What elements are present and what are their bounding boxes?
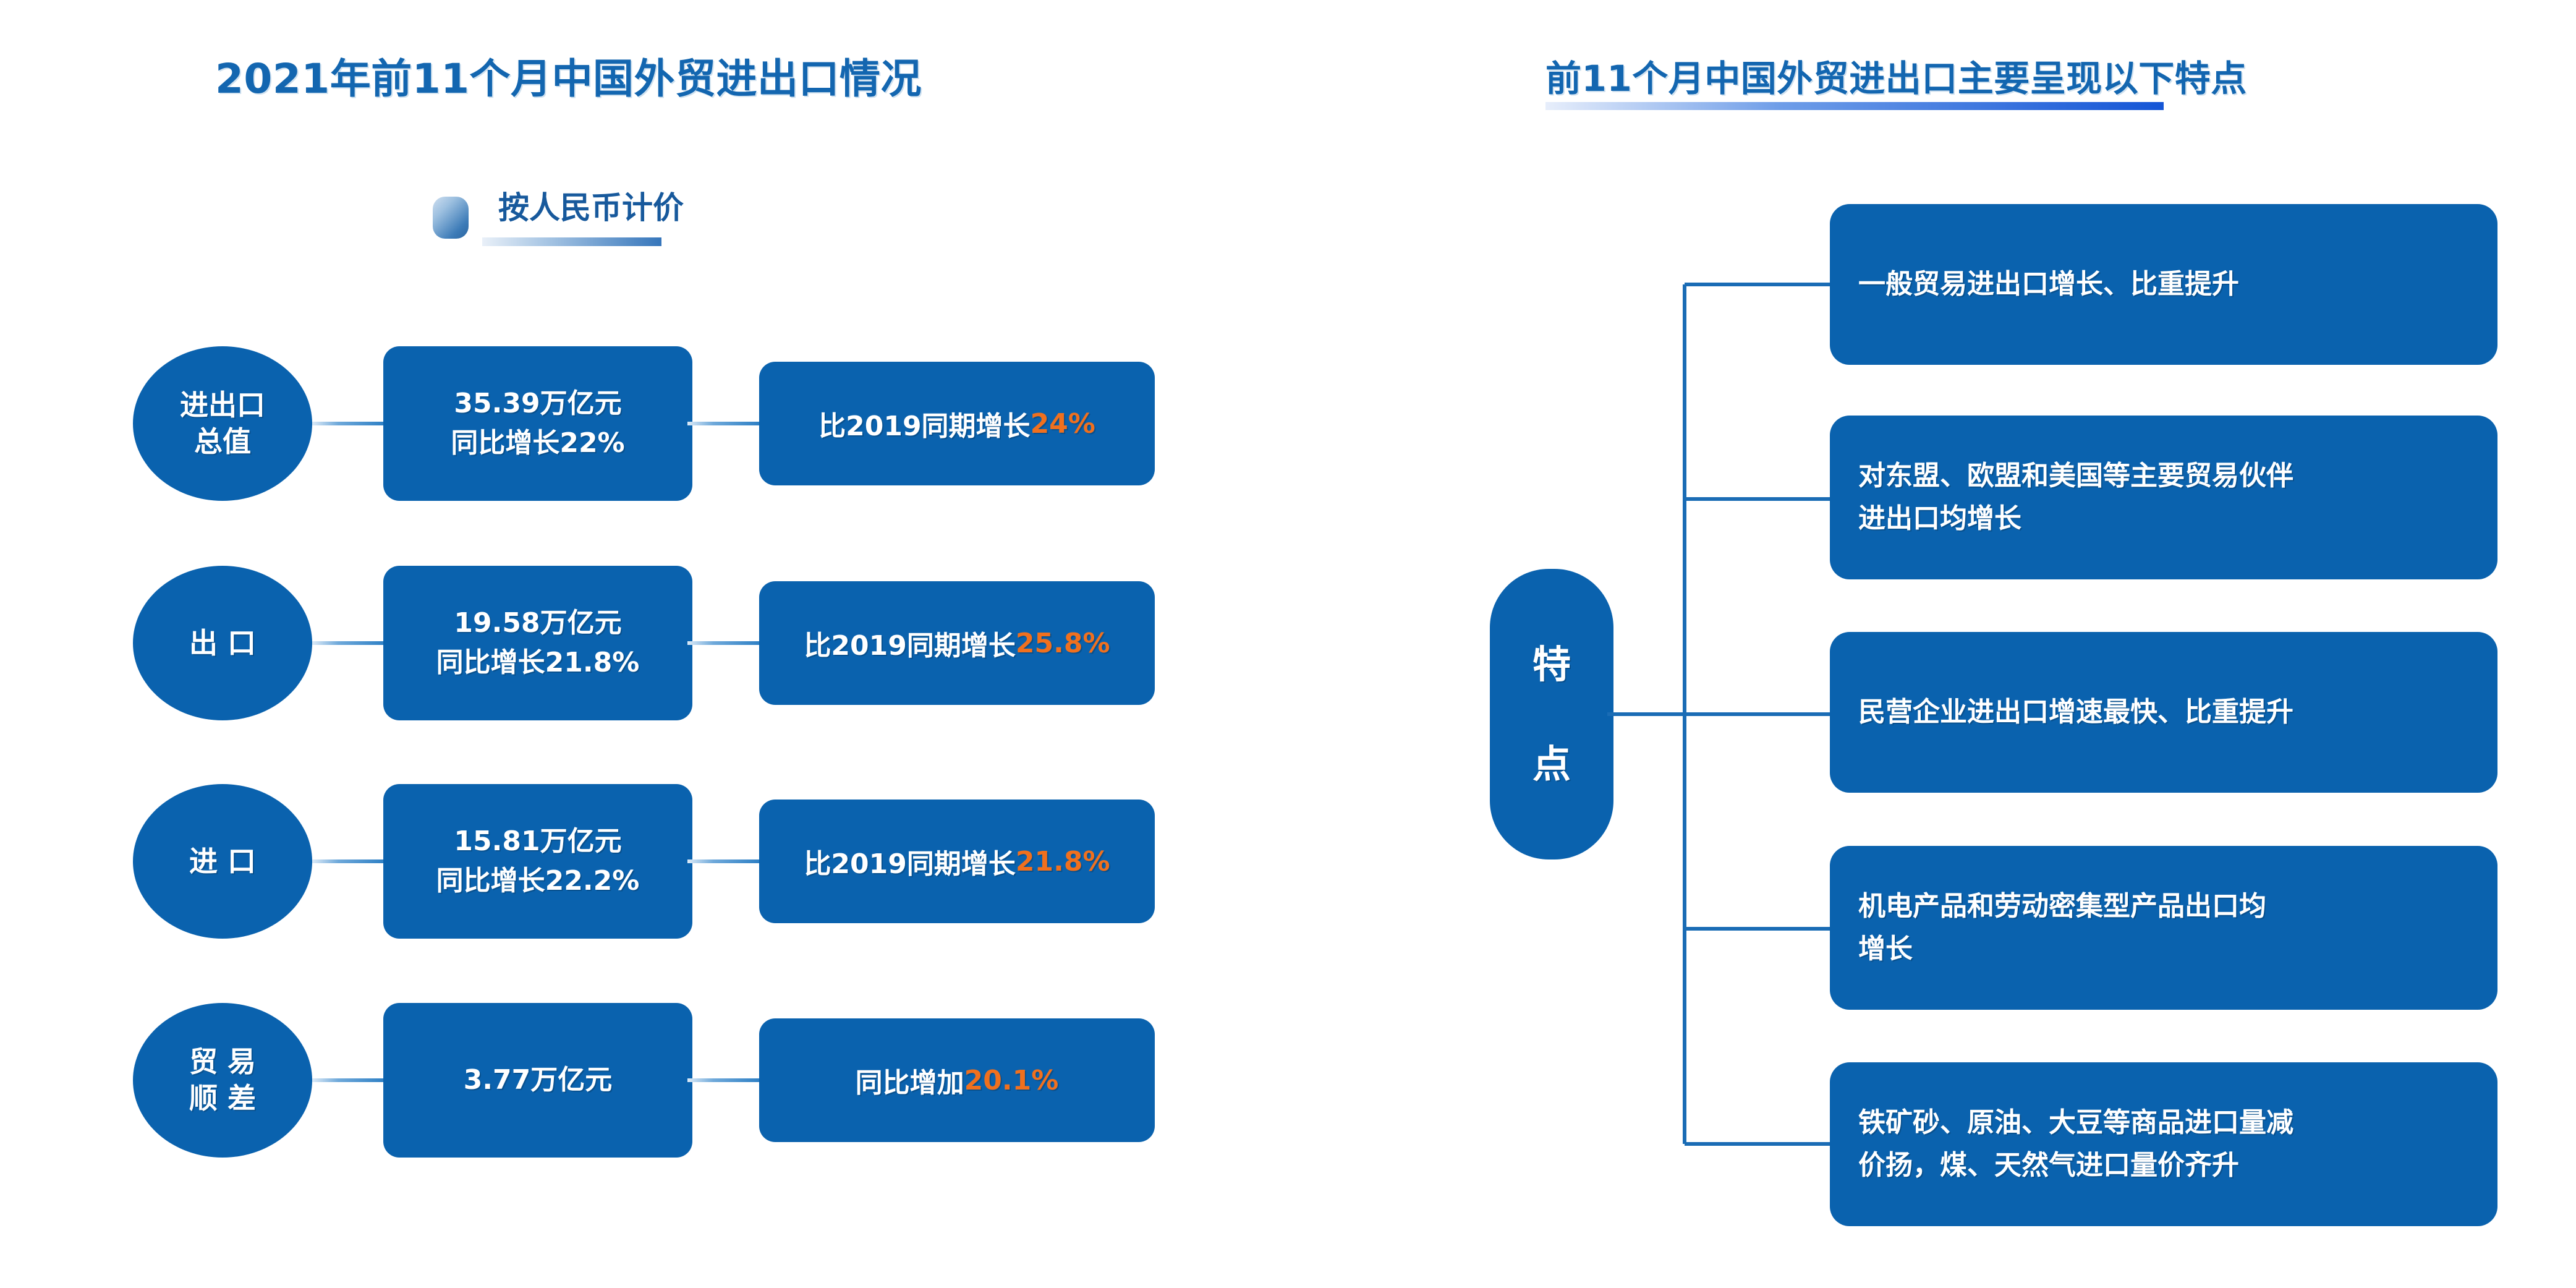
compare-highlight: 20.1% [964, 1064, 1059, 1096]
connector-line [687, 641, 762, 645]
right-panel-title: 前11个月中国外贸进出口主要呈现以下特点 [1545, 58, 2247, 100]
feature-box[interactable]: 民营企业进出口增速最快、比重提升 [1830, 632, 2497, 793]
compare-highlight: 24% [1030, 407, 1095, 440]
compare-highlight: 21.8% [1015, 845, 1110, 877]
connector-line [312, 859, 386, 863]
value-box[interactable]: 35.39万亿元 同比增长22% [383, 346, 692, 501]
compare-highlight: 25.8% [1015, 627, 1110, 659]
compare-prefix: 同比增加 [855, 1067, 964, 1099]
value-box[interactable]: 19.58万亿元 同比增长21.8% [383, 566, 692, 720]
category-node-ellipse[interactable]: 进出口 总值 [133, 346, 312, 501]
compare-prefix: 比2019同期增长 [804, 630, 1016, 662]
tree-connector-lines [1607, 283, 1833, 1146]
currency-subheader-label: 按人民币计价 [498, 190, 684, 226]
subheader-underline-bar [482, 237, 661, 246]
connector-line [312, 1078, 386, 1082]
connector-line [312, 422, 386, 425]
compare-prefix: 比2019同期增长 [818, 411, 1031, 442]
connector-line [687, 1078, 762, 1082]
compare-prefix: 比2019同期增长 [804, 848, 1016, 880]
connector-line [312, 641, 386, 645]
rounded-square-badge-icon [433, 197, 469, 239]
feature-box[interactable]: 铁矿砂、原油、大豆等商品进口量减 价扬，煤、天然气进口量价齐升 [1830, 1062, 2497, 1226]
feature-box[interactable]: 机电产品和劳动密集型产品出口均 增长 [1830, 846, 2497, 1010]
right-title-underline-bar [1545, 102, 2164, 110]
category-node-ellipse[interactable]: 贸 易 顺 差 [133, 1003, 312, 1158]
category-node-ellipse[interactable]: 出 口 [133, 566, 312, 720]
hub-node-features[interactable]: 特 点 [1490, 569, 1613, 859]
feature-box[interactable]: 一般贸易进出口增长、比重提升 [1830, 204, 2497, 365]
connector-line [687, 859, 762, 863]
category-node-ellipse[interactable]: 进 口 [133, 784, 312, 939]
feature-box[interactable]: 对东盟、欧盟和美国等主要贸易伙伴 进出口均增长 [1830, 416, 2497, 579]
value-box[interactable]: 15.81万亿元 同比增长22.2% [383, 784, 692, 939]
connector-line [687, 422, 762, 425]
left-panel-title: 2021年前11个月中国外贸进出口情况 [215, 55, 922, 103]
right-panel-title-group: 前11个月中国外贸进出口主要呈现以下特点 [1545, 61, 2247, 110]
value-box[interactable]: 3.77万亿元 [383, 1003, 692, 1158]
